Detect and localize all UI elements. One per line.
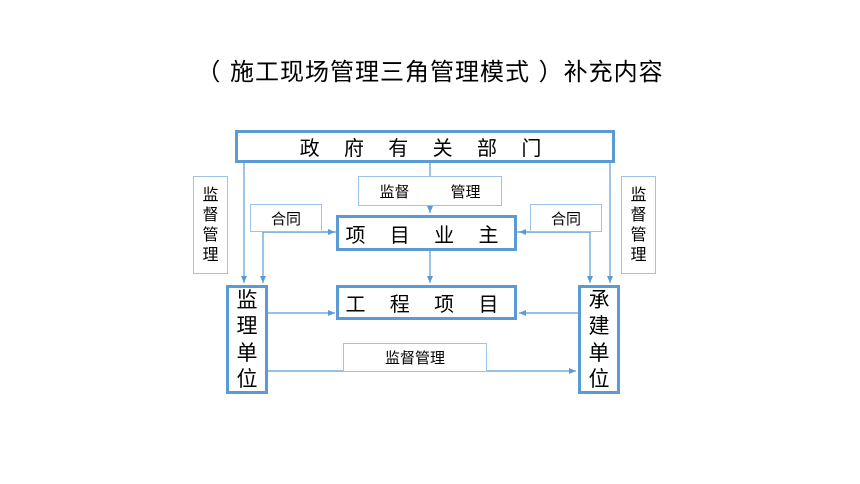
supervisor-char-1: 监 — [236, 288, 258, 312]
contractor-char-3: 单 — [588, 340, 610, 365]
gov-supervise-manage-box: 监督 管理 — [358, 176, 502, 206]
arrow-contract-right-down — [517, 231, 593, 283]
contract-right-label-box: 合同 — [530, 204, 602, 232]
right-supervise-char-1: 监 — [630, 185, 647, 204]
right-supervise-char-4: 理 — [630, 245, 647, 264]
left-supervise-label-box: 监 督 管 理 — [193, 176, 228, 274]
page-title: （ 施工现场管理三角管理模式 ）补充内容 — [196, 58, 664, 86]
right-supervise-label-box: 监 督 管 理 — [621, 176, 656, 274]
contract-left-label: 合同 — [270, 209, 301, 228]
left-supervise-char-4: 理 — [202, 245, 219, 264]
right-supervise-char-2: 督 — [630, 205, 647, 224]
supervisor-char-2: 理 — [236, 314, 258, 339]
arrow-contract-left-down — [260, 231, 338, 283]
supervisor-node: 监 理 单 位 — [226, 285, 268, 394]
gov-supervise-label: 监督 — [379, 182, 410, 201]
gov-manage-label: 管理 — [450, 182, 481, 201]
contractor-char-2: 建 — [588, 314, 610, 339]
government-label: 政 府 有 关 部 门 — [299, 136, 551, 160]
contract-left-label-box: 合同 — [250, 204, 322, 232]
project-label: 工 程 项 目 — [345, 292, 508, 316]
contractor-char-4: 位 — [588, 366, 610, 391]
supervisor-char-4: 位 — [236, 366, 258, 391]
owner-label: 项 目 业 主 — [345, 222, 508, 247]
owner-node: 项 目 业 主 — [336, 215, 517, 251]
bottom-supervise-label: 监督管理 — [384, 349, 445, 367]
left-supervise-char-2: 督 — [202, 205, 219, 224]
supervisor-char-3: 单 — [236, 340, 258, 365]
project-node: 工 程 项 目 — [336, 285, 517, 320]
contractor-node: 承 建 单 位 — [578, 285, 620, 394]
contractor-char-1: 承 — [588, 288, 610, 312]
bottom-supervise-label-box: 监督管理 — [343, 343, 487, 372]
right-supervise-char-3: 管 — [630, 225, 647, 244]
contract-right-label: 合同 — [550, 209, 581, 228]
left-supervise-char-1: 监 — [202, 185, 219, 204]
left-supervise-char-3: 管 — [202, 225, 219, 244]
government-node: 政 府 有 关 部 门 — [235, 130, 615, 163]
